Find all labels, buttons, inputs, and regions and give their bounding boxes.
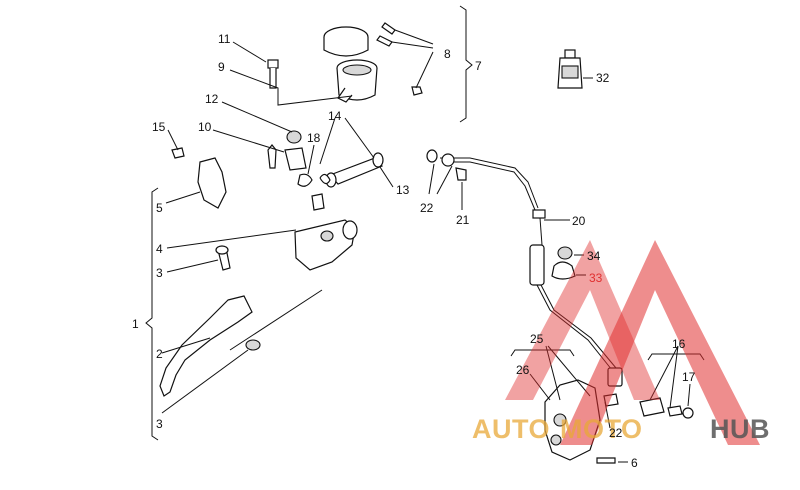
clutch-lever xyxy=(159,295,253,397)
callout-labels: 11 9 12 10 15 18 14 13 8 7 32 5 4 3 1 2 … xyxy=(132,32,696,470)
line-clip xyxy=(551,246,576,280)
leader-lines xyxy=(161,29,691,463)
callout-25: 25 xyxy=(530,332,544,346)
callout-15: 15 xyxy=(152,120,166,134)
callout-34: 34 xyxy=(587,249,601,263)
callout-32: 32 xyxy=(596,71,610,85)
callout-17: 17 xyxy=(682,370,696,384)
callout-12: 12 xyxy=(205,92,219,106)
group-bracket-1 xyxy=(145,187,159,441)
watermark-triangle-large xyxy=(560,240,760,445)
callout-26: 26 xyxy=(516,363,530,377)
callout-11: 11 xyxy=(218,32,231,46)
callout-5: 5 xyxy=(156,201,163,215)
callout-4: 4 xyxy=(156,242,163,256)
hose-assembly xyxy=(319,152,384,188)
callout-3-top: 3 xyxy=(156,266,163,280)
callout-22-bottom: 22 xyxy=(609,426,623,440)
watermark-triangle-small xyxy=(505,240,660,400)
callout-1: 1 xyxy=(132,317,139,331)
watermark-text-auto: AUTO xyxy=(472,414,550,444)
reservoir-assembly xyxy=(323,22,423,103)
fluid-bottle xyxy=(557,49,583,89)
callout-8: 8 xyxy=(444,47,451,61)
callout-16: 16 xyxy=(672,337,686,351)
callout-22-top: 22 xyxy=(420,201,434,215)
master-cylinder xyxy=(197,157,358,271)
lever-nut xyxy=(245,339,261,351)
fasteners xyxy=(171,59,325,211)
callout-2: 2 xyxy=(156,347,163,361)
callout-9: 9 xyxy=(218,60,225,74)
callout-3-bottom: 3 xyxy=(156,417,163,431)
callout-13: 13 xyxy=(396,183,410,197)
callout-14: 14 xyxy=(328,109,342,123)
watermark-text-hub: HUB xyxy=(710,414,770,444)
group-bracket-25 xyxy=(510,349,575,357)
callout-6: 6 xyxy=(631,456,638,470)
group-bracket-7 xyxy=(459,5,473,123)
callout-20: 20 xyxy=(572,214,586,228)
callout-21: 21 xyxy=(456,213,470,227)
watermark-logo: AUTO MOTO HUB xyxy=(472,240,770,445)
callout-10: 10 xyxy=(198,120,212,134)
callout-33: 33 xyxy=(589,271,603,285)
callout-18: 18 xyxy=(307,131,321,145)
watermark-text-moto: MOTO xyxy=(560,414,643,444)
callout-7: 7 xyxy=(475,59,482,73)
